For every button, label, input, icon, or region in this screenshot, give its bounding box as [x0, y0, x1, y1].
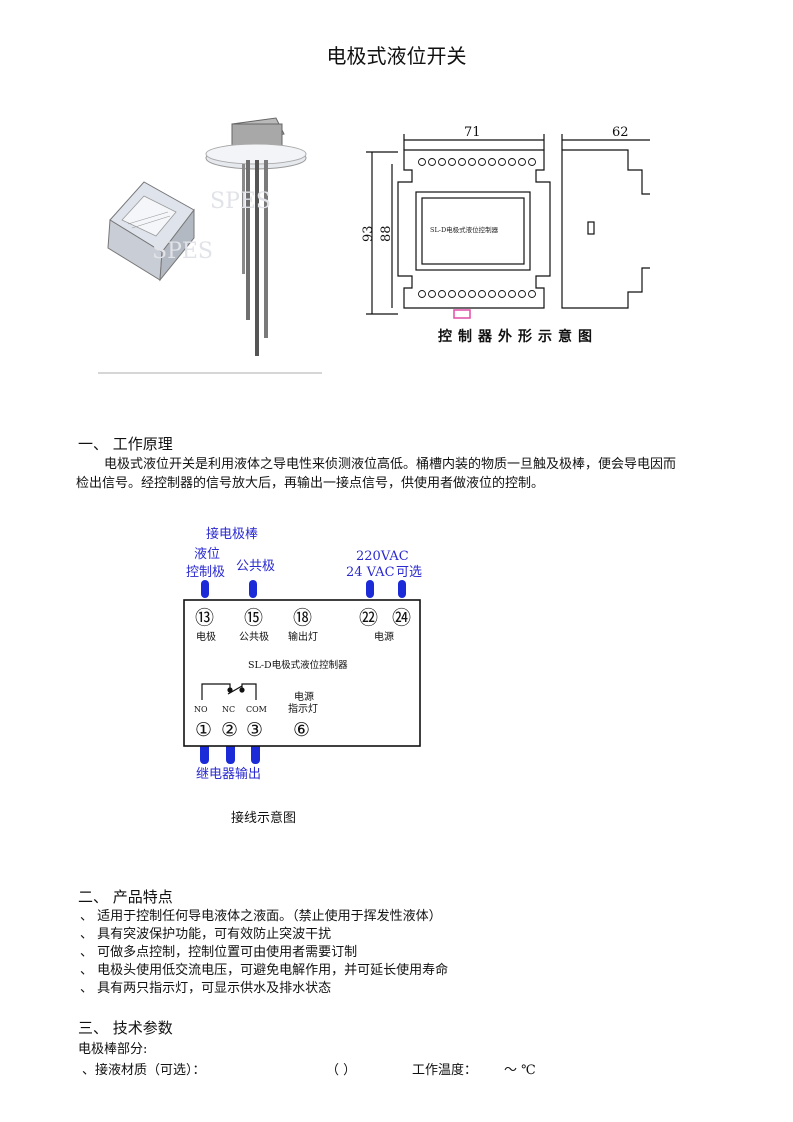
section-2-heading: 二、 产品特点: [78, 888, 173, 906]
label-optional: 可选: [396, 565, 422, 580]
label-com: COM: [246, 705, 267, 714]
outline-drawing-caption: 控制器外形示意图: [438, 329, 598, 345]
list-item: 、 适用于控制任何导电液体之液面。（禁止使用于挥发性液体）: [80, 909, 442, 924]
temperature-label: 工作温度：: [412, 1063, 478, 1078]
sublabel-output-lamp: 输出灯: [288, 630, 318, 643]
list-item: 、 具有两只指示灯，可显示供水及排水状态: [80, 981, 332, 996]
outline-drawing-graphic: 71 62 93 88 SL-D电极式液位控制器: [361, 125, 664, 319]
list-item: 、 具有突波保护功能，可有效防止突波干扰: [80, 927, 332, 942]
power-indicator-label-1: 电源: [294, 690, 314, 703]
terminal-2: ②: [221, 719, 238, 741]
list-item: 、 电极头使用低交流电压，可避免电解作用，并可延长使用寿命: [80, 963, 449, 978]
pin-bottom-1: [200, 742, 209, 764]
power-indicator-label-2: 指示灯: [288, 702, 318, 715]
product-photo: SPES SPES: [98, 112, 324, 370]
wiring-caption: 接线示意图: [231, 811, 297, 826]
watermark-text-2: SPES: [152, 239, 213, 264]
section-1-paragraph-line-2: 检出信号。经控制器的信号放大后，再输出一接点信号，供使用者做液位的控制。: [76, 476, 545, 491]
label-nc: NC: [222, 705, 235, 714]
terminal-24: ㉔: [392, 607, 411, 629]
dim-depth-label: 62: [612, 125, 629, 140]
label-power-24: 24 VAC: [346, 565, 395, 580]
wiring-diagram-graphic: 接电极棒 液位 控制极 公共极 220VAC 24 VAC 可选 继电器输出 ⑬…: [183, 526, 422, 782]
sublabel-common: 公共极: [239, 630, 269, 643]
pin-bottom-3: [251, 742, 260, 764]
terminal-1: ①: [195, 719, 212, 741]
label-level-2: 控制极: [186, 565, 225, 580]
dim-width-label: 71: [464, 125, 481, 140]
terminal-6: ⑥: [293, 719, 310, 741]
terminal-15: ⑮: [244, 607, 263, 629]
dim-height-inner-label: 88: [379, 225, 394, 242]
pin-bottom-2: [226, 742, 235, 764]
material-paren: （ ）: [326, 1063, 357, 1078]
electrode-subheading: 电极棒部分:: [78, 1042, 148, 1057]
section-3-heading: 三、 技术参数: [78, 1019, 173, 1037]
feature-list: 、 适用于控制任何导电液体之液面。（禁止使用于挥发性液体） 、 具有突波保护功能…: [80, 908, 448, 998]
product-photo-graphic: SPES SPES: [107, 117, 307, 356]
label-no: NO: [194, 705, 208, 714]
sublabel-power: 电源: [374, 630, 394, 643]
pin-top-24: [398, 580, 406, 598]
list-item: 、 可做多点控制，控制位置可由使用者需要订制: [80, 945, 358, 960]
photo-divider: [98, 372, 322, 374]
temperature-range: ～ ℃: [504, 1063, 536, 1078]
label-power-220: 220VAC: [356, 549, 409, 564]
section-1-paragraph-line-1: 电极式液位开关是利用液体之导电性来侦测液位高低。桶槽内装的物质一旦触及极棒，便会…: [104, 457, 677, 472]
sublabel-electrode: 电极: [196, 630, 216, 643]
relay-contact-icon: [201, 683, 257, 700]
wiring-diagram: 接电极棒 液位 控制极 公共极 220VAC 24 VAC 可选 继电器输出 ⑬…: [150, 518, 450, 788]
label-relay-output: 继电器输出: [196, 766, 261, 782]
pin-top-15: [249, 580, 257, 598]
device-name-label: SL-D电极式液位控制器: [248, 659, 348, 671]
material-label: 、接液材质（可选）：: [82, 1063, 206, 1078]
section-1-heading: 一、 工作原理: [78, 435, 173, 453]
label-level-1: 液位: [194, 547, 220, 562]
watermark-text: SPES: [210, 189, 271, 214]
outline-drawing: 71 62 93 88 SL-D电极式液位控制器: [360, 118, 664, 322]
label-connect-electrode: 接电极棒: [206, 526, 258, 542]
terminal-13: ⑬: [195, 607, 214, 629]
pin-top-13: [201, 580, 209, 598]
terminal-18: ⑱: [293, 607, 312, 629]
device-face-label: SL-D电极式液位控制器: [430, 225, 499, 234]
terminal-3: ③: [246, 719, 263, 741]
dim-height-outer-label: 93: [361, 225, 376, 242]
page-title: 电极式液位开关: [326, 44, 467, 68]
pin-top-22: [366, 580, 374, 598]
label-common: 公共极: [236, 559, 275, 574]
terminal-22: ㉒: [359, 607, 378, 629]
